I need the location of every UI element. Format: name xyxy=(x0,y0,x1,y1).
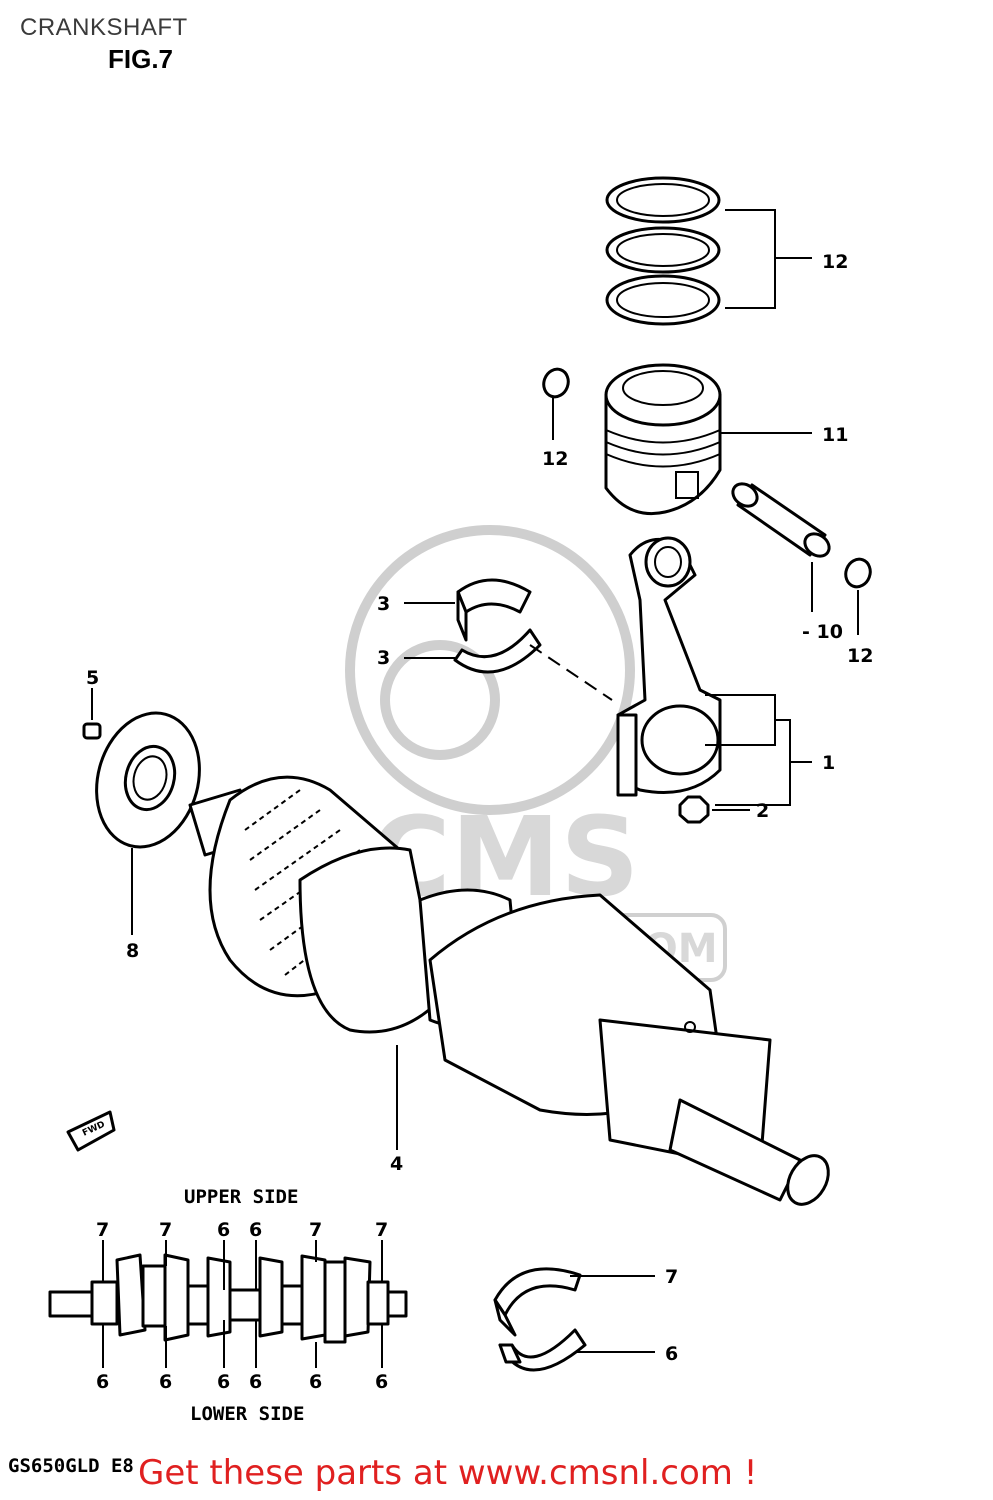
callout-12-left-label: 12 xyxy=(542,448,568,470)
upper-label-4: 6 xyxy=(249,1219,262,1241)
conrod-bearing-upper[interactable] xyxy=(456,578,532,642)
lower-side-title: LOWER SIDE xyxy=(190,1403,304,1425)
upper-label-2: 7 xyxy=(159,1219,172,1241)
piston-pin-circlip-left[interactable] xyxy=(540,366,572,401)
lower-label-4: 6 xyxy=(249,1371,262,1393)
callout-2: 2 xyxy=(756,800,769,822)
upper-label-3: 6 xyxy=(217,1219,230,1241)
callout-1: 1 xyxy=(822,752,835,774)
callout-5: 5 xyxy=(86,667,99,689)
main-bearing-upper[interactable] xyxy=(493,1267,582,1337)
main-bearing-lower[interactable] xyxy=(498,1328,587,1372)
piston-pin[interactable] xyxy=(729,479,834,560)
conrod-bearing-lower[interactable] xyxy=(453,628,542,674)
callout-9: 11 xyxy=(822,424,848,446)
figure-number: FIG.7 xyxy=(108,44,174,74)
lower-label-5: 6 xyxy=(309,1371,322,1393)
crankshaft[interactable] xyxy=(188,775,837,1211)
mini-crankshaft-drawing xyxy=(48,1253,408,1344)
callout-12-right: 12 xyxy=(847,645,873,667)
callout-3-lower: 3 xyxy=(377,647,390,669)
callout-7: 7 xyxy=(665,1266,678,1288)
page-title: CRANKSHAFT xyxy=(20,14,188,41)
lower-label-1: 6 xyxy=(96,1371,109,1393)
upper-label-5: 7 xyxy=(309,1219,322,1241)
piston-pin-circlip-right[interactable] xyxy=(842,556,874,591)
callout-4: 4 xyxy=(390,1153,403,1175)
front-direction-arrow-icon: FWD xyxy=(66,1110,116,1152)
model-code: GS650GLD E8 xyxy=(8,1455,134,1477)
lower-label-2: 6 xyxy=(159,1371,172,1393)
callout-10: 12 xyxy=(822,251,848,273)
upper-label-6: 7 xyxy=(375,1219,388,1241)
dowel-pin[interactable] xyxy=(82,722,102,740)
callout-8: 8 xyxy=(126,940,139,962)
callout-6: 6 xyxy=(665,1343,678,1365)
upper-side-title: UPPER SIDE xyxy=(184,1186,298,1208)
upper-label-1: 7 xyxy=(96,1219,109,1241)
connecting-rod[interactable] xyxy=(616,536,722,797)
callout-3-upper: 3 xyxy=(377,593,390,615)
piston[interactable] xyxy=(604,363,722,516)
oil-seal[interactable] xyxy=(82,701,214,858)
piston-ring-set[interactable] xyxy=(605,176,721,326)
parts-promo-link[interactable]: Get these parts at www.cmsnl.com ! xyxy=(138,1453,758,1493)
lower-label-3: 6 xyxy=(217,1371,230,1393)
bearing-selection-map: UPPER SIDE LOWER SIDE xyxy=(48,1186,408,1425)
conrod-nut[interactable] xyxy=(678,795,710,824)
lower-label-6: 6 xyxy=(375,1371,388,1393)
callout-11-label: - 10 xyxy=(802,621,843,643)
